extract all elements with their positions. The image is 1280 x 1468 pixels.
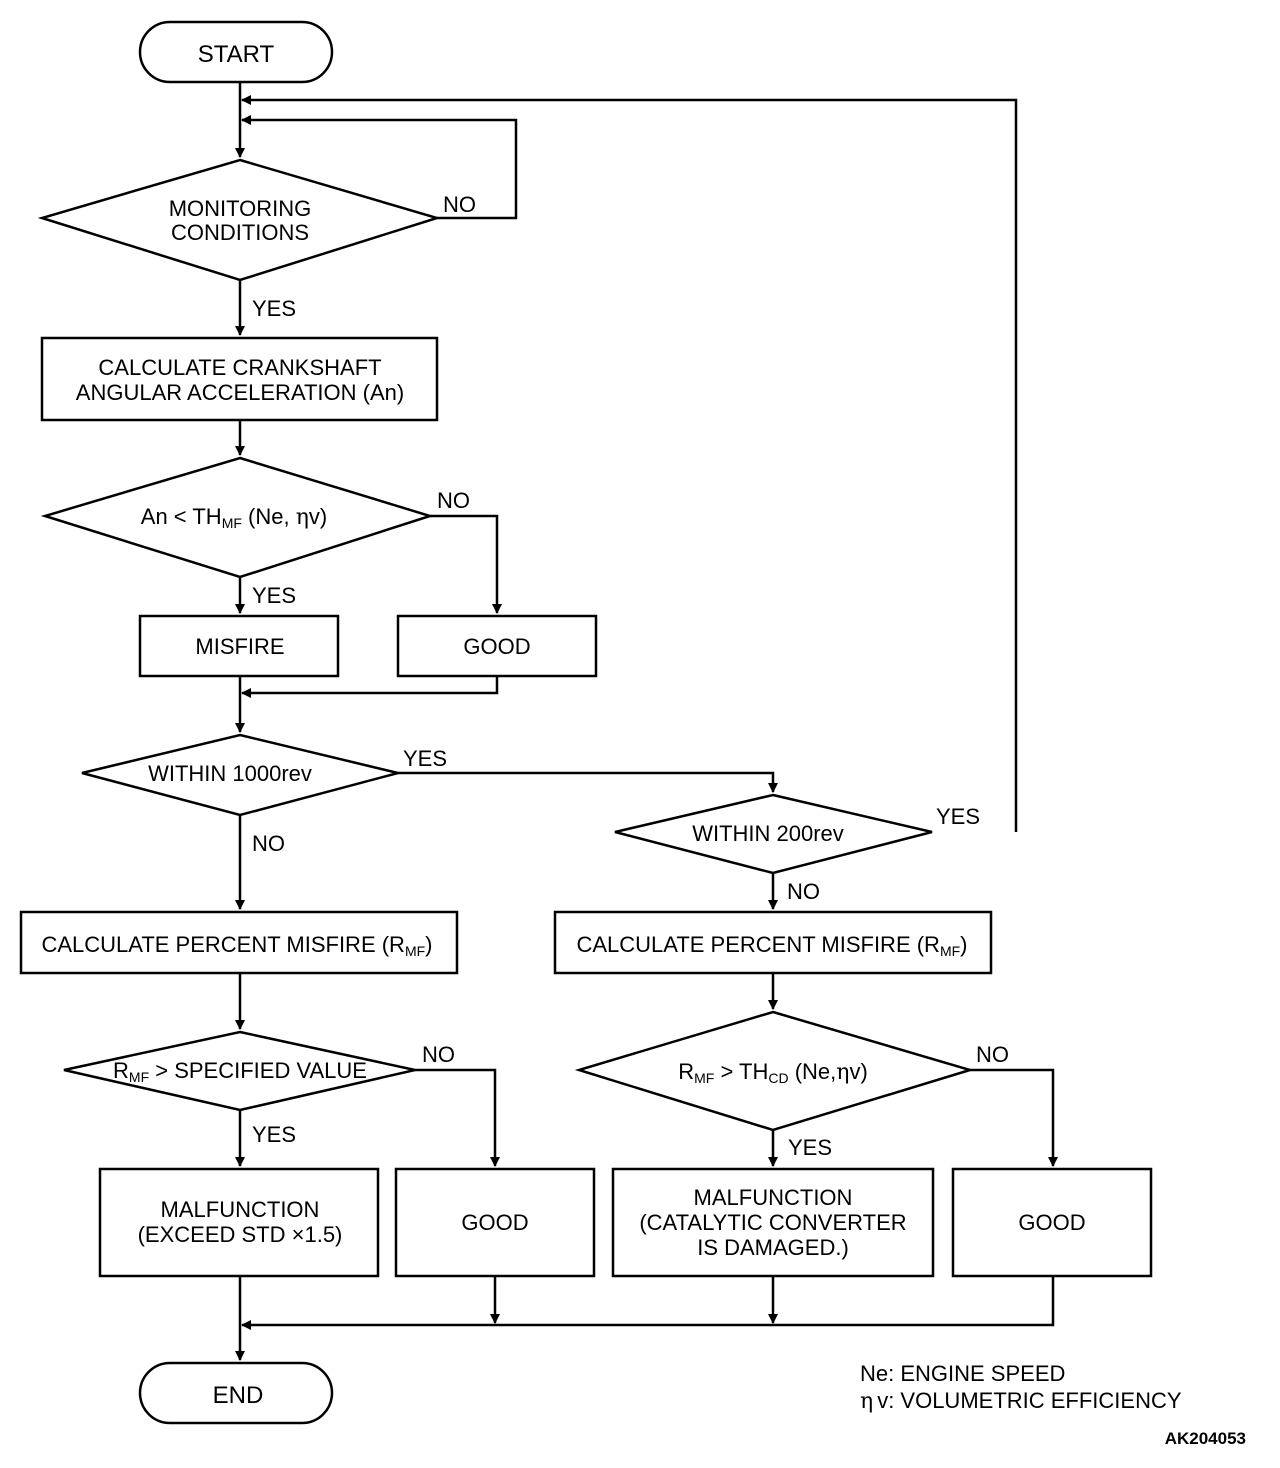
branch-labels: NO YES NO YES YES NO YES NO NO YES NO YE… bbox=[252, 192, 1009, 1160]
yes-label-an-check: YES bbox=[252, 583, 296, 608]
malf1-line-2: (EXCEED STD ×1.5) bbox=[138, 1222, 343, 1247]
yes-label-within200: YES bbox=[936, 804, 980, 829]
monitoring-conditions-decision: MONITORING CONDITIONS bbox=[37, 158, 442, 282]
calc-angular-acceleration-box: CALCULATE CRANKSHAFT ANGULAR ACCELERATIO… bbox=[40, 336, 439, 422]
rmf-specified-value-decision: RMF > SPECIFIED VALUE bbox=[63, 1030, 416, 1112]
no-label-within200: NO bbox=[787, 879, 820, 904]
rmf-thcd-label: RMF > THCD (Ne,ηv) bbox=[678, 1059, 868, 1086]
start-label: START bbox=[198, 41, 275, 68]
misfire-label: MISFIRE bbox=[195, 634, 284, 659]
loop-within200-yes-back bbox=[241, 95, 1018, 832]
no-label-within1000: NO bbox=[252, 831, 285, 856]
calc-an-line-2: ANGULAR ACCELERATION (An) bbox=[76, 380, 404, 405]
figure-code: AK204053 bbox=[1165, 1429, 1246, 1448]
loop-monitoring-no bbox=[241, 115, 518, 220]
arrow-within1000-yes bbox=[398, 771, 778, 793]
arrow-bottom-merge bbox=[241, 1276, 1055, 1330]
calc-pct-label-left: CALCULATE PERCENT MISFIRE (RMF) bbox=[41, 932, 432, 959]
good-label-3: GOOD bbox=[1018, 1210, 1085, 1235]
malfunction-catalytic-box: MALFUNCTION (CATALYTIC CONVERTER IS DAMA… bbox=[611, 1167, 935, 1278]
within-1000rev-decision: WITHIN 1000rev bbox=[81, 733, 399, 817]
good-box-3: GOOD bbox=[951, 1167, 1153, 1278]
yes-label-within1000: YES bbox=[403, 746, 447, 771]
yes-label-rmf-thcd: YES bbox=[788, 1135, 832, 1160]
within-200rev-decision: WITHIN 200rev bbox=[614, 793, 933, 875]
malf2-line-3: IS DAMAGED.) bbox=[697, 1235, 849, 1260]
calc-an-line-1: CALCULATE CRANKSHAFT bbox=[98, 355, 381, 380]
no-label-monitoring: NO bbox=[443, 192, 476, 217]
within1000-label: WITHIN 1000rev bbox=[148, 761, 312, 786]
monitoring-line-1: MONITORING bbox=[169, 196, 312, 221]
good-label-2: GOOD bbox=[461, 1210, 528, 1235]
good-box-1: GOOD bbox=[396, 614, 598, 678]
start-terminal: START bbox=[138, 20, 334, 84]
calc-percent-misfire-box-right: CALCULATE PERCENT MISFIRE (RMF) bbox=[553, 910, 993, 975]
good-label-1: GOOD bbox=[463, 634, 530, 659]
no-label-rmf-thcd: NO bbox=[976, 1042, 1009, 1067]
arrow-rmf-spec-no bbox=[415, 1068, 500, 1167]
end-terminal: END bbox=[138, 1361, 334, 1425]
rmf-thcd-decision: RMF > THCD (Ne,ηv) bbox=[574, 1010, 975, 1132]
no-label-an-check: NO bbox=[437, 488, 470, 513]
rmf-spec-label: RMF > SPECIFIED VALUE bbox=[113, 1058, 367, 1085]
end-label: END bbox=[213, 1382, 264, 1409]
an-check-label: An < THMF (Ne, ηv) bbox=[141, 504, 327, 531]
within200-label: WITHIN 200rev bbox=[692, 821, 844, 846]
no-label-rmf-spec: NO bbox=[422, 1042, 455, 1067]
arrow-rmf-thcd-no bbox=[970, 1068, 1058, 1167]
legend-engine-speed: Ne: ENGINE SPEED bbox=[860, 1361, 1065, 1386]
connectors bbox=[235, 82, 1058, 1361]
malf2-line-1: MALFUNCTION bbox=[694, 1185, 853, 1210]
arrow-good-merge bbox=[241, 676, 499, 698]
yes-label-rmf-spec: YES bbox=[252, 1122, 296, 1147]
calc-percent-misfire-box-left: CALCULATE PERCENT MISFIRE (RMF) bbox=[19, 910, 459, 975]
malf1-line-1: MALFUNCTION bbox=[161, 1197, 320, 1222]
malf2-line-2: (CATALYTIC CONVERTER bbox=[639, 1210, 906, 1235]
an-threshold-decision: An < THMF (Ne, ηv) bbox=[40, 456, 435, 579]
monitoring-line-2: CONDITIONS bbox=[171, 220, 309, 245]
misfire-box: MISFIRE bbox=[138, 614, 340, 678]
arrow-an-check-no bbox=[430, 514, 502, 614]
calc-pct-label-right: CALCULATE PERCENT MISFIRE (RMF) bbox=[576, 932, 967, 959]
yes-label-monitoring: YES bbox=[252, 296, 296, 321]
good-box-2: GOOD bbox=[394, 1167, 596, 1278]
malfunction-exceed-std-box: MALFUNCTION (EXCEED STD ×1.5) bbox=[98, 1167, 380, 1278]
